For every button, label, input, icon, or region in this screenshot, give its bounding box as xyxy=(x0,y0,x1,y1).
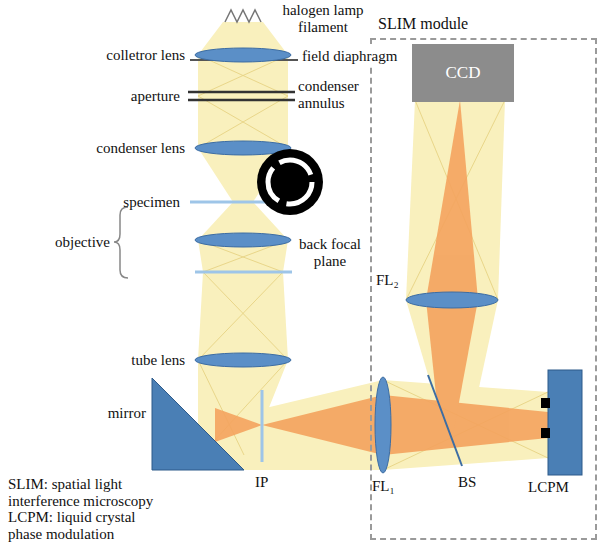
note-text: SLIM: spatial light interference microsc… xyxy=(8,476,173,509)
annulus-icon xyxy=(257,149,323,215)
lens-label: FL₂ xyxy=(376,272,399,289)
lamp-filament xyxy=(225,10,261,22)
fourier-lens xyxy=(375,377,391,473)
lens-label: colletror lens xyxy=(106,47,185,64)
image-beam xyxy=(262,395,383,455)
modulator-label: LCPM xyxy=(528,479,569,496)
aperture-plate xyxy=(188,91,295,94)
plane-label: IP xyxy=(255,474,268,491)
lamp-label: halogen lamp filament xyxy=(268,2,378,35)
lcpm-pixel xyxy=(541,428,550,438)
image-beam xyxy=(383,395,548,455)
lens-label: tube lens xyxy=(131,352,185,369)
image-beam xyxy=(426,100,478,300)
lens-label: FL₁ xyxy=(372,478,395,495)
diaphragm-label: field diaphragm xyxy=(300,48,399,65)
mirror-label: mirror xyxy=(108,405,146,422)
collector-lens xyxy=(195,48,291,62)
box-label: CCD xyxy=(446,63,481,83)
objective-lens xyxy=(195,233,291,247)
splitter-label: BS xyxy=(458,474,476,491)
aperture-plate xyxy=(188,99,295,102)
lcpm-pixel xyxy=(541,398,550,408)
module-heading: SLIM module xyxy=(378,15,468,33)
mirror xyxy=(152,378,244,470)
fourier-lens xyxy=(406,292,498,308)
beam-splitter xyxy=(428,375,462,466)
ray-lines xyxy=(198,55,548,470)
annulus-label: condenser annulus xyxy=(298,78,364,111)
detector-box: CCD xyxy=(412,44,514,102)
image-beam xyxy=(215,408,262,442)
module-frame: SLIM moduleCCD xyxy=(370,38,597,540)
objective-label: objective xyxy=(55,234,110,251)
plane-label: back focal plane xyxy=(296,236,364,269)
back-focal-plane xyxy=(195,271,292,274)
image-plane xyxy=(261,390,264,462)
tube-lens xyxy=(195,353,291,367)
light-beam xyxy=(198,272,288,360)
specimen-label: specimen xyxy=(123,194,180,211)
lens-label: condenser lens xyxy=(96,140,185,157)
image-beam xyxy=(426,300,478,440)
lcpm-device xyxy=(548,370,582,475)
objective-bracket xyxy=(114,207,128,278)
aperture-label: aperture xyxy=(131,88,180,105)
annulus-ring xyxy=(268,160,312,204)
note-text: LCPM: liquid crystal phase modulation xyxy=(8,509,173,542)
